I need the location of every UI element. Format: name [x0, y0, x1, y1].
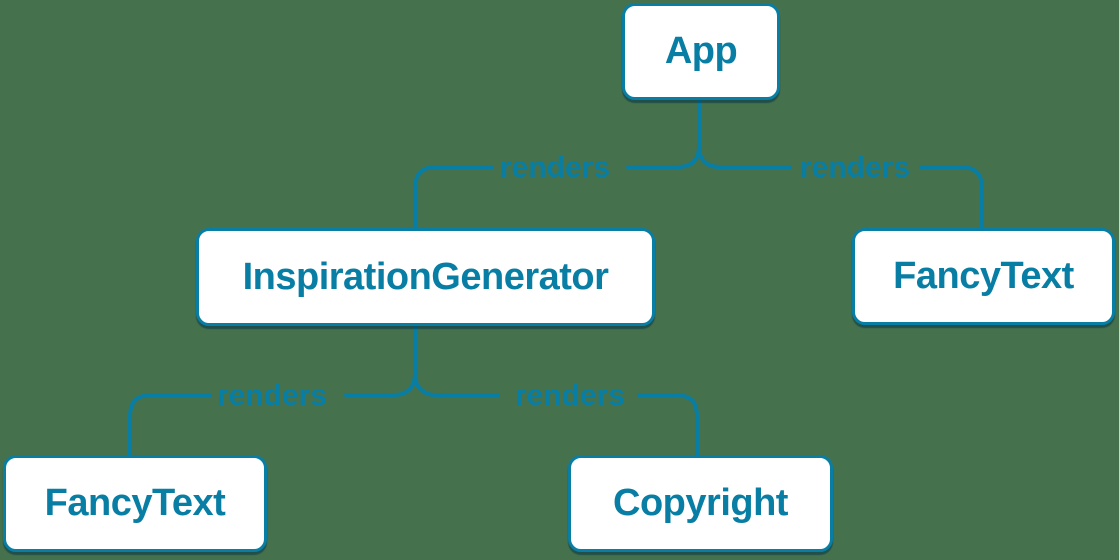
edge-inspirationgenerator-copyright-line-b [637, 393, 699, 457]
edge-inspirationgenerator-copyright-line-a [413, 372, 500, 397]
node-app: App [622, 3, 780, 100]
node-fancy-text-bottom-label: FancyText [44, 482, 226, 524]
node-app-label: App [664, 30, 738, 72]
edge-label-inspirationgenerator-fancytext: renders [216, 379, 328, 412]
node-fancy-text-top-label: FancyText [893, 255, 1074, 297]
edge-inspirationgenerator-fancytext-line-a [344, 372, 417, 397]
edge-label-inspirationgenerator-copyright: renders [514, 379, 626, 412]
node-fancy-text-top: FancyText [852, 228, 1115, 325]
node-fancy-text-bottom: FancyText [3, 455, 267, 552]
edge-app-inspirationgenerator-line-b [413, 165, 494, 230]
edge-label-app-inspirationgenerator: renders [499, 151, 611, 184]
edge-app-fancytext-line-b [919, 165, 984, 230]
edge-label-app-fancytext: renders [799, 151, 911, 184]
node-inspiration-generator-label: InspirationGenerator [242, 255, 609, 298]
edge-app-inspirationgenerator-line-a [626, 98, 701, 169]
node-copyright-label: Copyright [613, 482, 788, 524]
node-inspiration-generator: InspirationGenerator [196, 228, 655, 326]
edge-inspirationgenerator-fancytext-line-b [128, 393, 212, 457]
node-copyright: Copyright [568, 455, 833, 552]
edge-app-fancytext-line-a [697, 145, 792, 169]
